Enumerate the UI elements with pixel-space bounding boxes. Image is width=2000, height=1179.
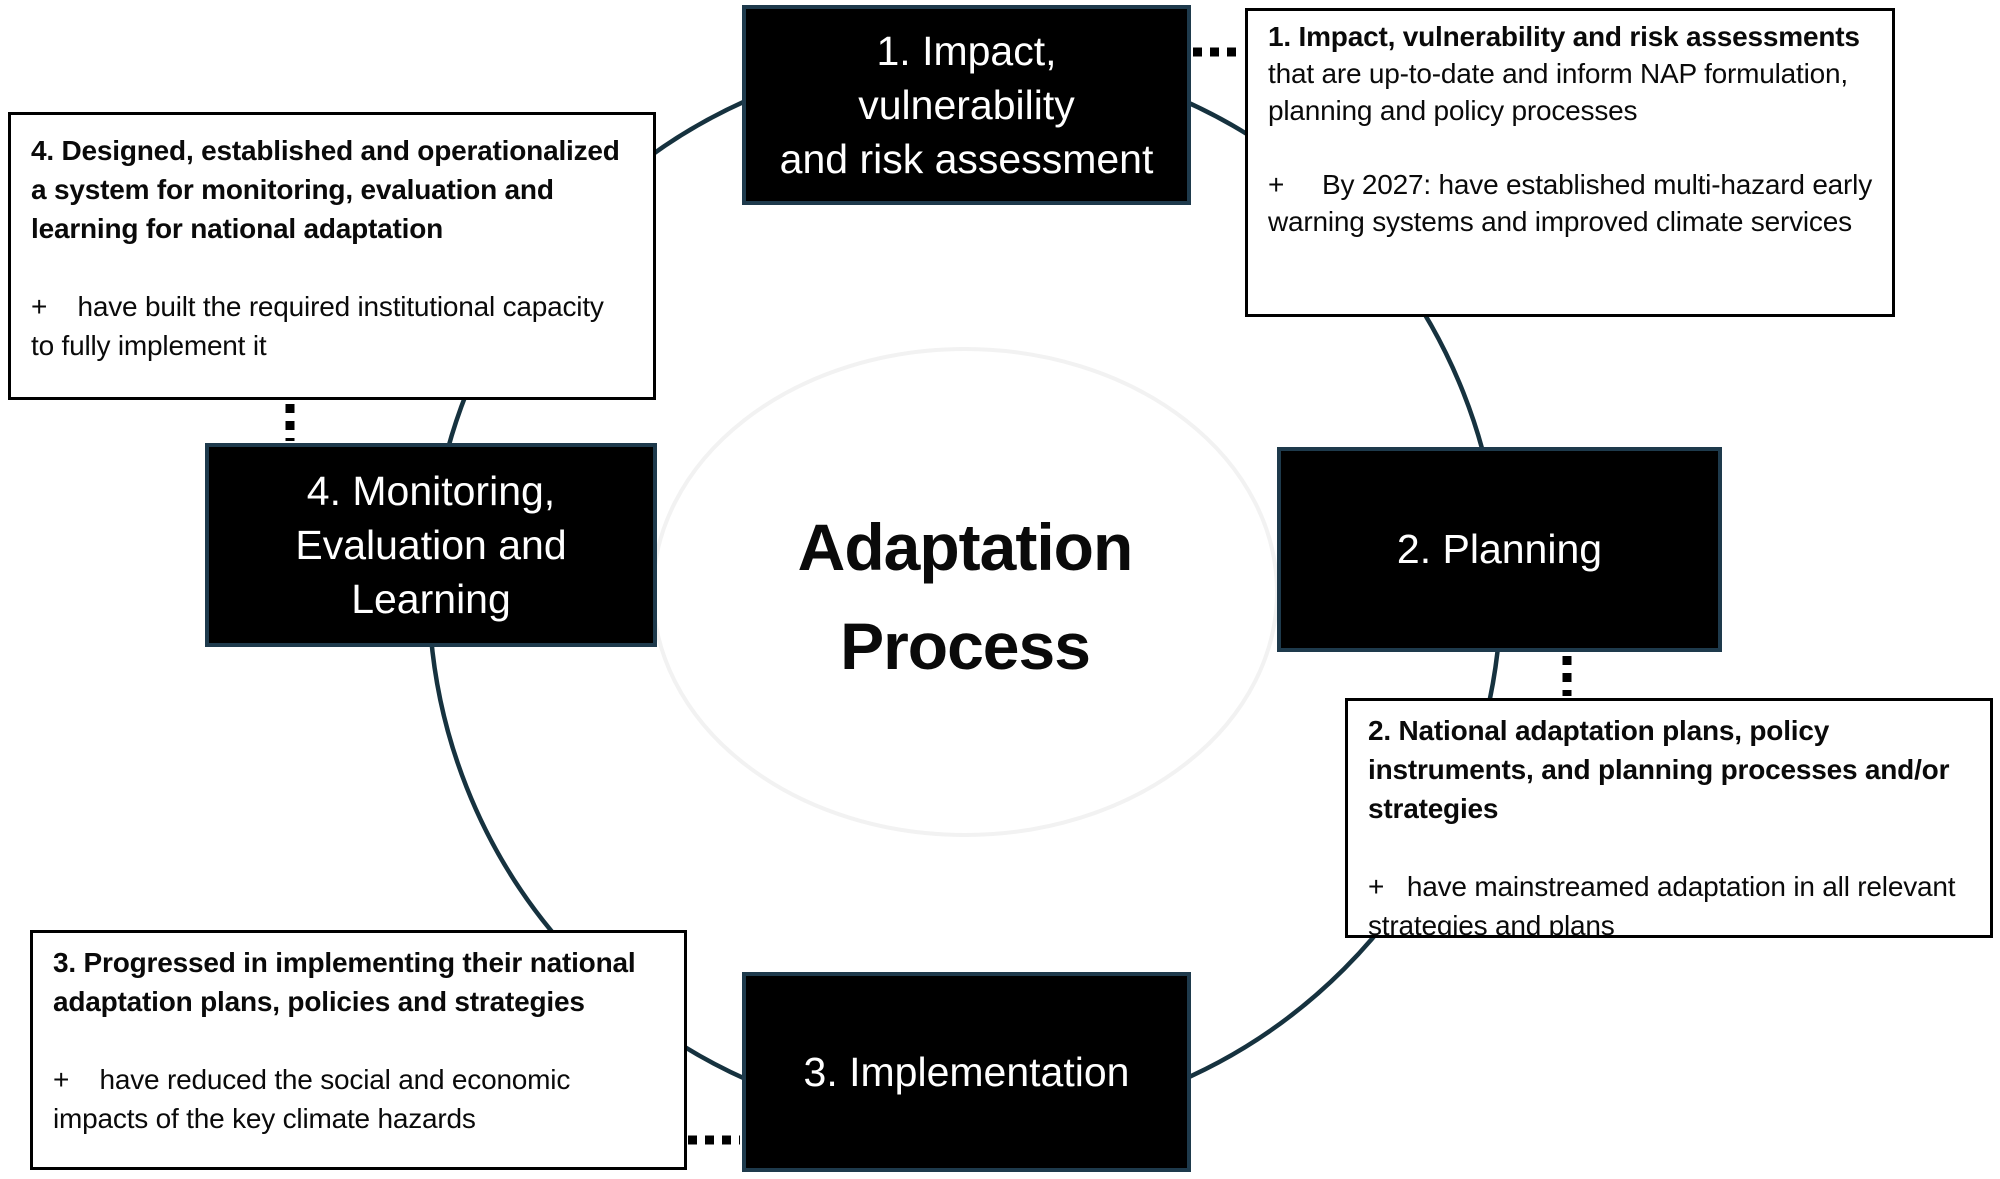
note-lead-rest: that are up-to-date and inform NAP formu… (1268, 58, 1848, 126)
note-plus-line: + have mainstreamed adaptation in all re… (1368, 871, 1956, 938)
stage-label: 4. Monitoring, Evaluation and Learning (295, 467, 567, 623)
note-plus-line: + have built the required institutional … (31, 291, 604, 361)
note-lead-bold: 3. Progressed in implementing their nati… (53, 947, 636, 1017)
note-box-implementation: 3. Progressed in implementing their nati… (30, 930, 687, 1170)
note-lead: 2. National adaptation plans, policy ins… (1368, 711, 1970, 828)
note-plus-line: + have reduced the social and economic i… (53, 1064, 571, 1134)
diagram-title: Adaptation Process (797, 510, 1134, 683)
stage-label: 3. Implementation (803, 1048, 1130, 1095)
stage-box-planning: 2. Planning (1277, 447, 1722, 652)
stage-label: 1. Impact, vulnerability and risk assess… (779, 27, 1154, 183)
note-box-monitoring: 4. Designed, established and operational… (8, 112, 656, 400)
stage-label: 2. Planning (1396, 526, 1603, 573)
note-lead-bold: 4. Designed, established and operational… (31, 135, 620, 244)
stage-box-monitoring-evaluation-learning: 4. Monitoring, Evaluation and Learning (205, 443, 657, 647)
note-lead: 3. Progressed in implementing their nati… (53, 943, 664, 1021)
note-plus-line: + By 2027: have established multi-hazard… (1268, 169, 1873, 237)
stage-box-implementation: 3. Implementation (742, 972, 1191, 1172)
note-box-assessment: 1. Impact, vulnerability and risk assess… (1245, 8, 1895, 317)
note-lead-bold: 1. Impact, vulnerability and risk assess… (1268, 21, 1860, 52)
stage-box-impact-vulnerability-risk-assessment: 1. Impact, vulnerability and risk assess… (742, 5, 1191, 205)
note-box-planning: 2. National adaptation plans, policy ins… (1345, 698, 1993, 938)
note-lead: 4. Designed, established and operational… (31, 131, 633, 248)
note-lead: 1. Impact, vulnerability and risk assess… (1268, 18, 1872, 129)
note-lead-bold: 2. National adaptation plans, policy ins… (1368, 715, 1950, 824)
